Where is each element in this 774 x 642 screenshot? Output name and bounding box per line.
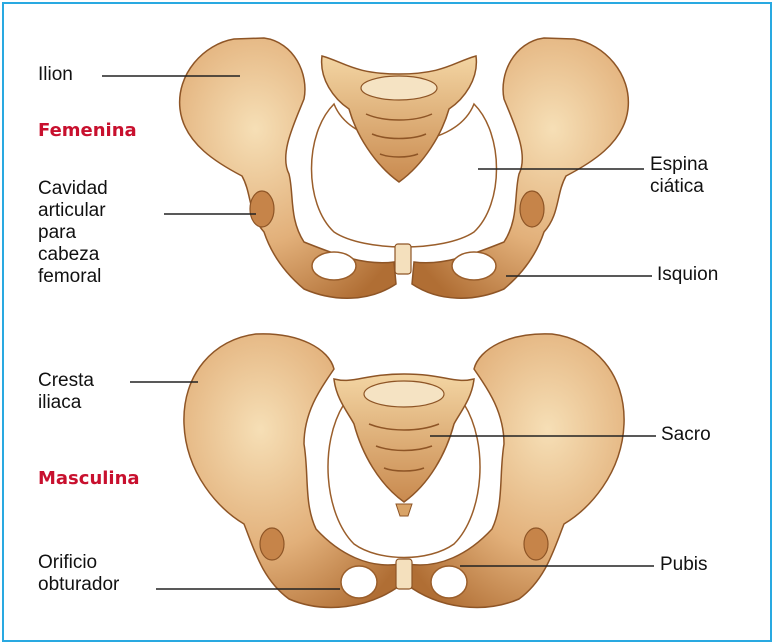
label-cresta: Cresta iliaca xyxy=(38,370,94,414)
label-orificio: Orificio obturador xyxy=(38,552,119,596)
male-left-acetabulum xyxy=(260,528,284,560)
male-right-obturator xyxy=(431,566,467,598)
label-cavidad: Cavidad articular para cabeza femoral xyxy=(38,178,108,288)
label-espina: Espina ciática xyxy=(650,154,708,198)
female-title: Femenina xyxy=(38,120,137,141)
female-right-obturator xyxy=(452,252,496,280)
male-left-obturator xyxy=(341,566,377,598)
female-right-acetabulum xyxy=(520,191,544,227)
male-pubic-symphysis xyxy=(396,559,412,589)
male-title: Masculina xyxy=(38,468,140,489)
label-sacro: Sacro xyxy=(661,424,711,446)
female-pubic-symphysis xyxy=(395,244,411,274)
female-pelvis xyxy=(180,38,629,298)
male-right-acetabulum xyxy=(524,528,548,560)
female-left-obturator xyxy=(312,252,356,280)
label-isquion: Isquion xyxy=(657,264,718,286)
label-pubis: Pubis xyxy=(660,554,708,576)
female-left-acetabulum xyxy=(250,191,274,227)
pelvis-illustration xyxy=(4,4,770,640)
label-ilion: Ilion xyxy=(38,64,73,86)
